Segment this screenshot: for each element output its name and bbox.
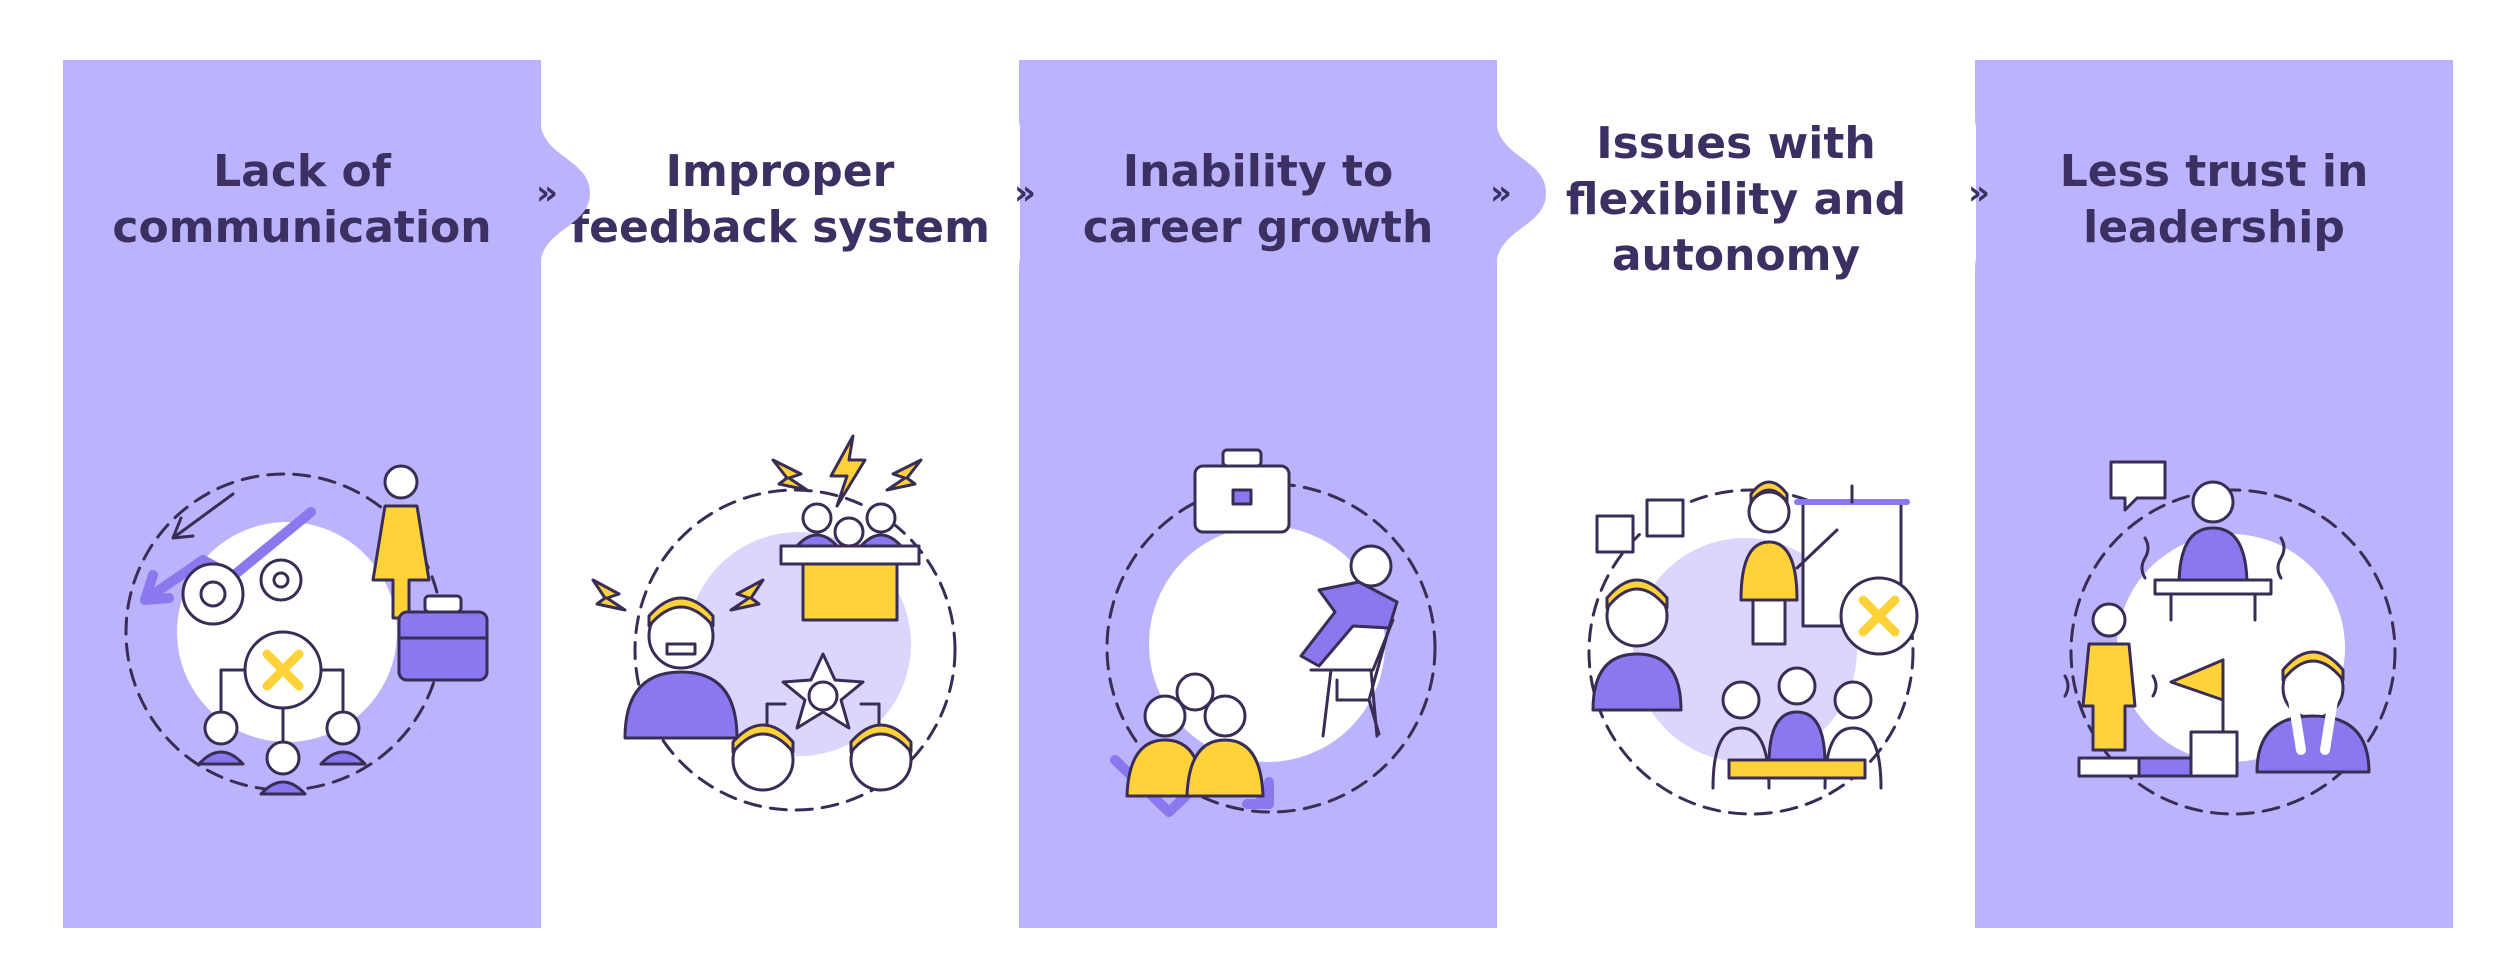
panel-title: Less trust in leadership: [2059, 146, 2369, 253]
career-decline-icon: [1105, 448, 1437, 817]
panel-title: Inability to career growth: [1082, 146, 1434, 253]
chevron-right-icon: »: [1490, 173, 1512, 213]
panel-inability-to-career-growth: Inability to career growth: [1019, 60, 1497, 928]
chevron-right-icon: »: [1014, 173, 1036, 213]
panel-improper-feedback-system: Improper feedback system: [541, 60, 1019, 928]
panel-issues-with-flexibility: Issues with flexibility and autonomy: [1497, 60, 1975, 928]
chevron-right-icon: »: [536, 173, 558, 213]
panel-title: Improper feedback system: [570, 146, 990, 253]
feedback-conflict-icon: [591, 434, 957, 812]
leadership-distrust-icon: [2063, 460, 2397, 816]
connector-1-2: [540, 118, 600, 268]
chevron-right-icon: »: [1968, 173, 1990, 213]
flexibility-issues-icon: [1587, 480, 1919, 816]
connector-2-3: [960, 118, 1020, 268]
panel-lack-of-communication: Lack of communication: [63, 60, 541, 928]
connector-3-4: [1496, 118, 1556, 268]
communication-breakdown-icon: [124, 464, 489, 796]
panel-less-trust-in-leadership: Less trust in leadership: [1975, 60, 2453, 928]
panel-title: Issues with flexibility and autonomy: [1565, 118, 1907, 281]
panel-title: Lack of communication: [112, 146, 492, 253]
connector-4-5: [1916, 118, 1976, 268]
